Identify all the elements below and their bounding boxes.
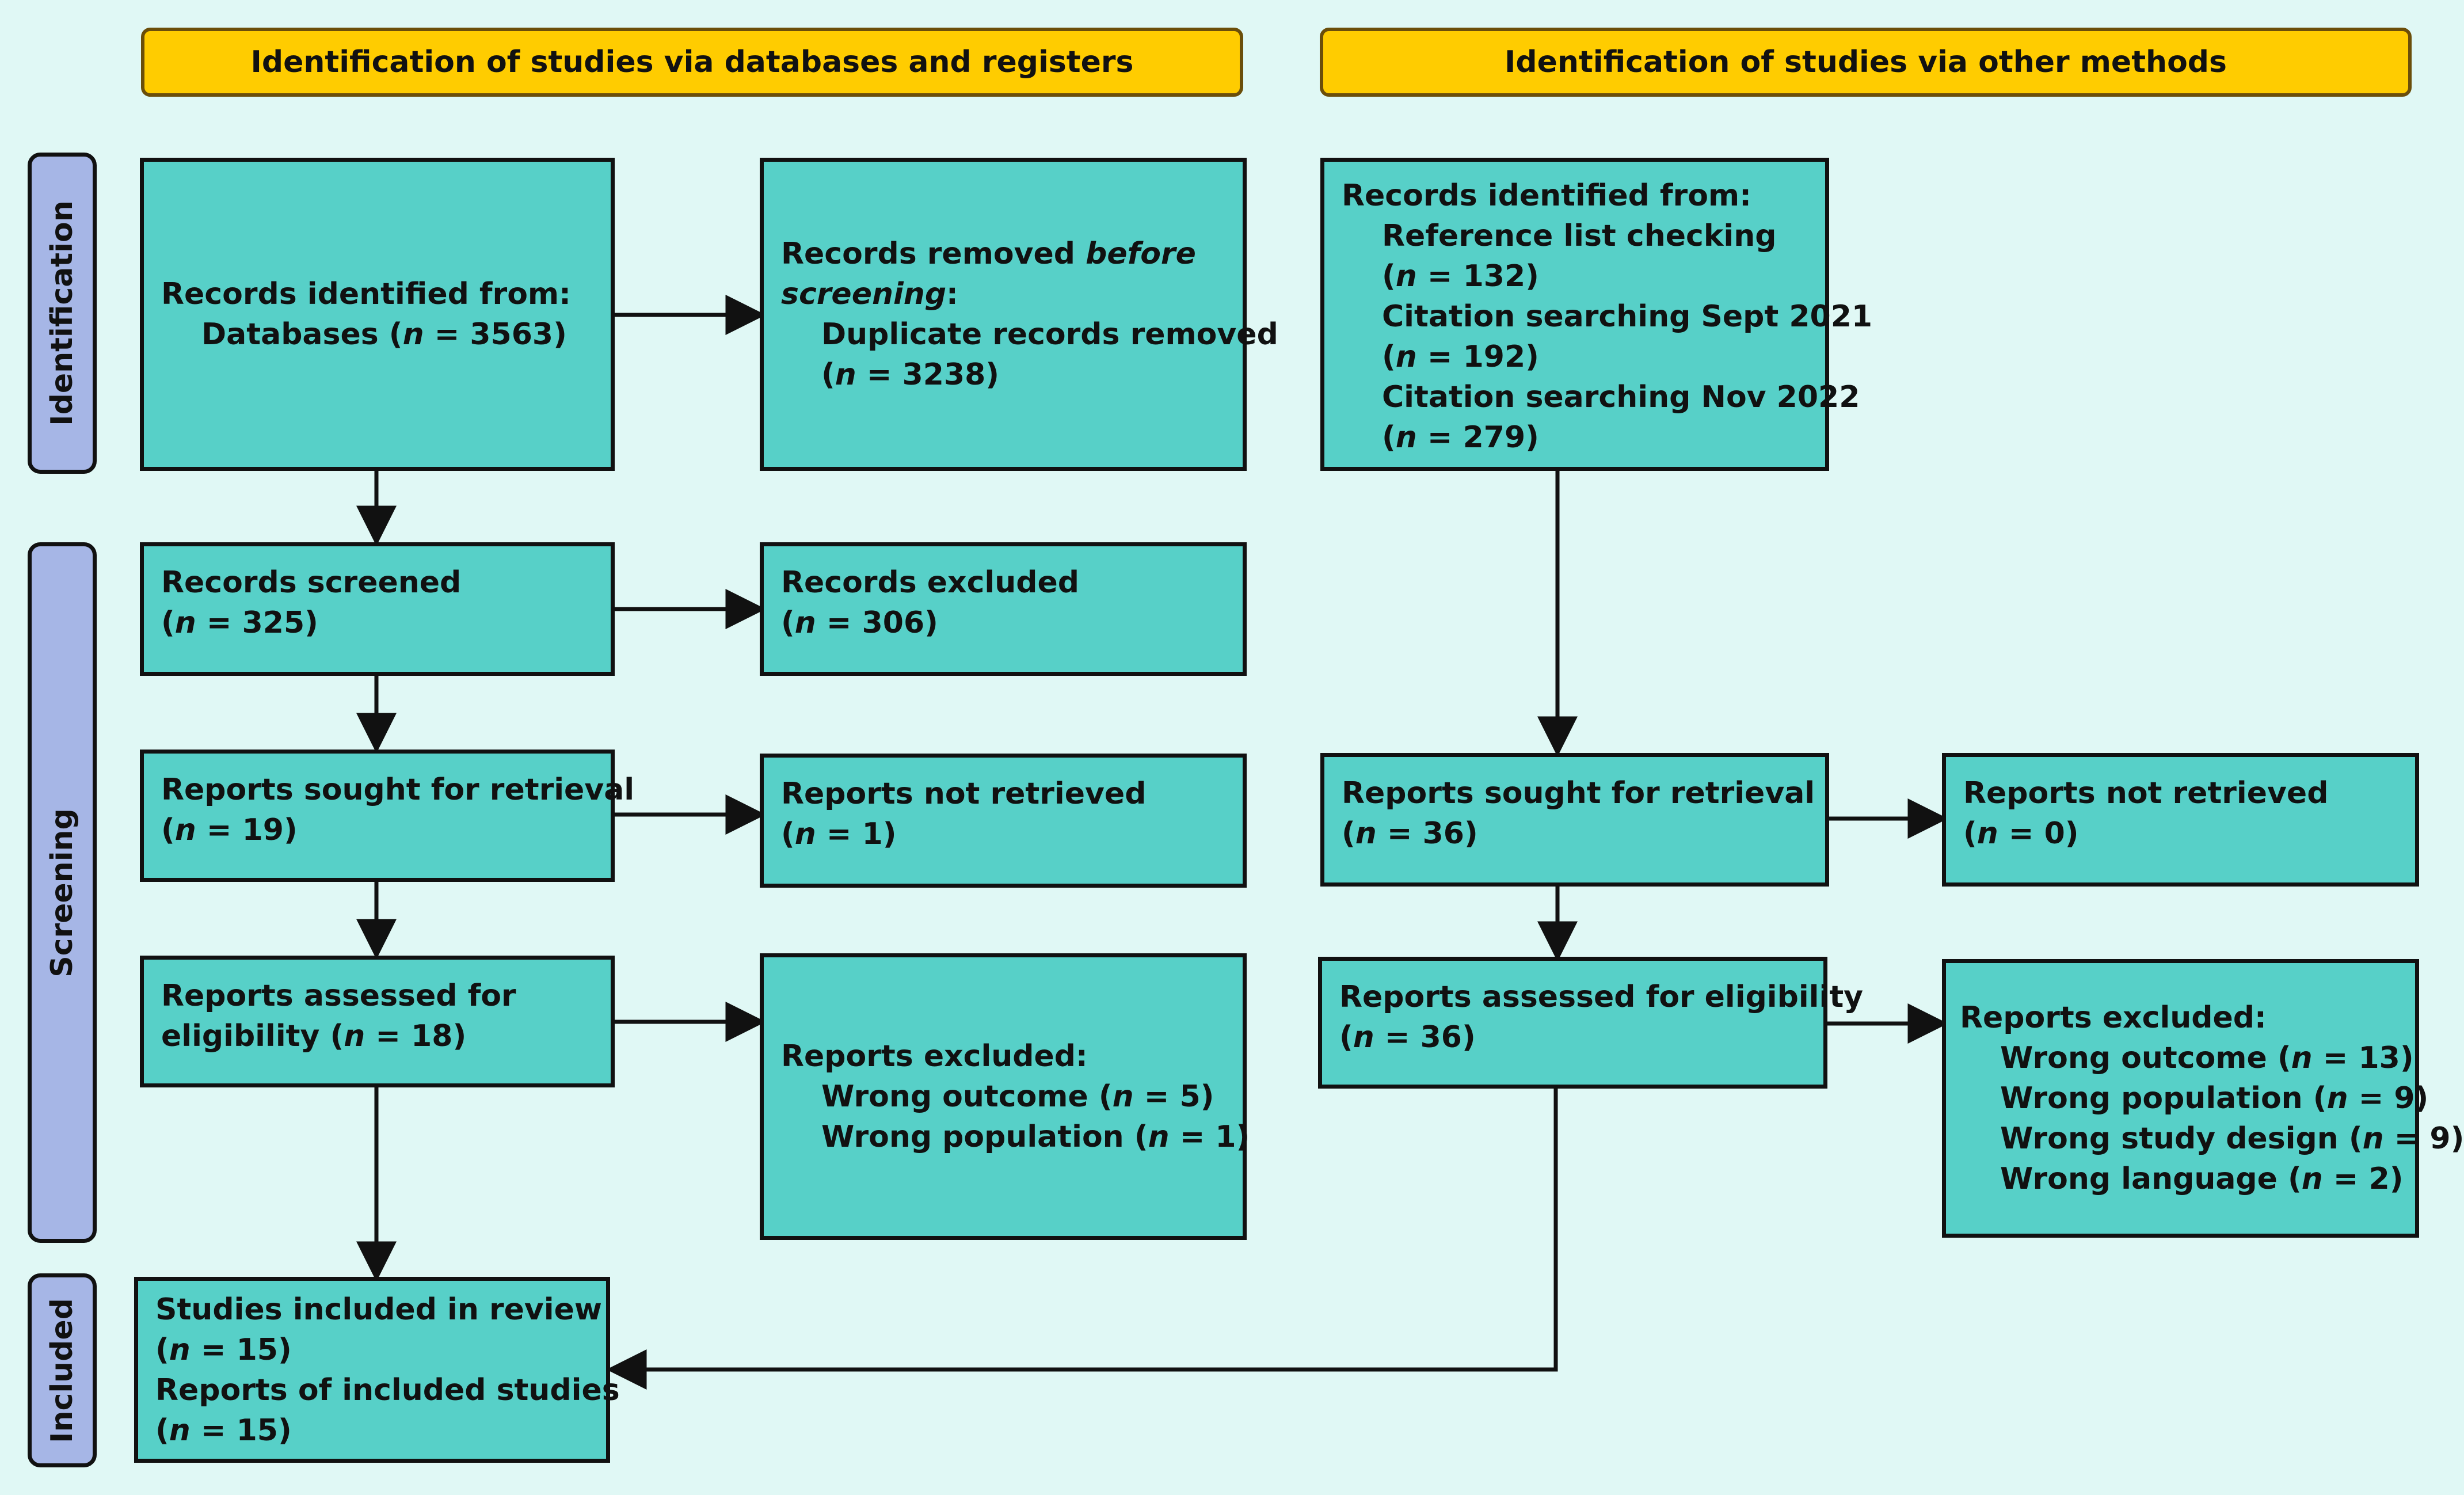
text: Records identified from: [1342,178,1751,213]
text: Wrong population (n = 9) [2000,1081,2429,1116]
text: (n = 19) [161,813,298,847]
text: Reference list checking [1382,219,1777,253]
text: (n = 15) [155,1413,292,1448]
phase-identification: Identification [28,153,97,474]
phase-screening: Screening [28,542,97,1243]
box-reports-excluded-left: Reports excluded: Wrong outcome (n = 5) … [760,953,1250,1240]
text: screening: [781,277,958,311]
text: (n = 3238) [821,357,1000,392]
text: (n = 36) [1339,1020,1476,1055]
text: Reports of included studies [155,1372,620,1407]
text: (n = 0) [1963,816,2079,851]
text: (n = 192) [1382,340,1539,374]
text: Wrong population (n = 1) [821,1120,1250,1154]
box-reports-sought-right: Reports sought for retrieval (n = 36) [1320,753,1829,887]
box-reports-not-retrieved-left: Reports not retrieved (n = 1) [760,754,1247,888]
text: Reports not retrieved [781,777,1147,811]
text: (n = 306) [781,606,938,640]
text: (n = 1) [781,817,897,851]
header-other-methods: Identification of studies via other meth… [1320,28,2412,97]
text: Records identified from: [161,277,571,311]
text: (n = 279) [1382,420,1539,455]
text: Wrong outcome (n = 13) [2000,1041,2414,1075]
text: Records removed before [781,237,1196,271]
box-reports-assessed-right: Reports assessed for eligibility (n = 36… [1318,957,1864,1089]
box-reports-excluded-right: Reports excluded: Wrong outcome (n = 13)… [1942,959,2464,1238]
phase-included: Included [28,1273,97,1467]
text: Duplicate records removed [821,317,1278,352]
box-records-removed: Records removed before screening: Duplic… [760,158,1278,471]
box-records-identified-other: Records identified from: Reference list … [1320,158,1873,471]
box-records-screened: Records screened (n = 325) [140,542,615,676]
text: Databases (n = 3563) [201,317,567,352]
text: Reports assessed for eligibility [1339,980,1864,1014]
text: Reports assessed for [161,979,516,1013]
text: Citation searching Nov 2022 [1382,380,1860,414]
text: eligibility (n = 18) [161,1019,467,1053]
text: Reports not retrieved [1963,776,2329,811]
box-reports-assessed-left: Reports assessed for eligibility (n = 18… [140,956,615,1087]
text: Wrong language (n = 2) [2000,1162,2404,1196]
text: Reports sought for retrieval [161,773,635,807]
text: Reports sought for retrieval [1342,776,1815,811]
text: (n = 325) [161,606,318,640]
text: Wrong study design (n = 9) [2000,1121,2464,1156]
text: Citation searching Sept 2021 [1382,299,1873,334]
text: Wrong outcome (n = 5) [821,1079,1214,1114]
box-records-identified-databases: Records identified from: Databases (n = … [140,158,615,471]
text: (n = 36) [1342,816,1478,851]
text: (n = 132) [1382,259,1539,294]
arrow-other-to-included [606,1089,1558,1390]
header-databases: Identification of studies via databases … [141,28,1243,97]
box-studies-included: Studies included in review (n = 15) Repo… [134,1277,620,1463]
text: (n = 15) [155,1332,292,1367]
box-reports-not-retrieved-right: Reports not retrieved (n = 0) [1942,753,2419,887]
text: Records excluded [781,565,1079,600]
text: Reports excluded: [781,1039,1088,1074]
box-records-excluded: Records excluded (n = 306) [760,542,1247,676]
text: Records screened [161,565,462,600]
box-reports-sought-left: Reports sought for retrieval (n = 19) [140,750,635,882]
text: Studies included in review [155,1292,602,1327]
text: Reports excluded: [1960,1001,2267,1035]
